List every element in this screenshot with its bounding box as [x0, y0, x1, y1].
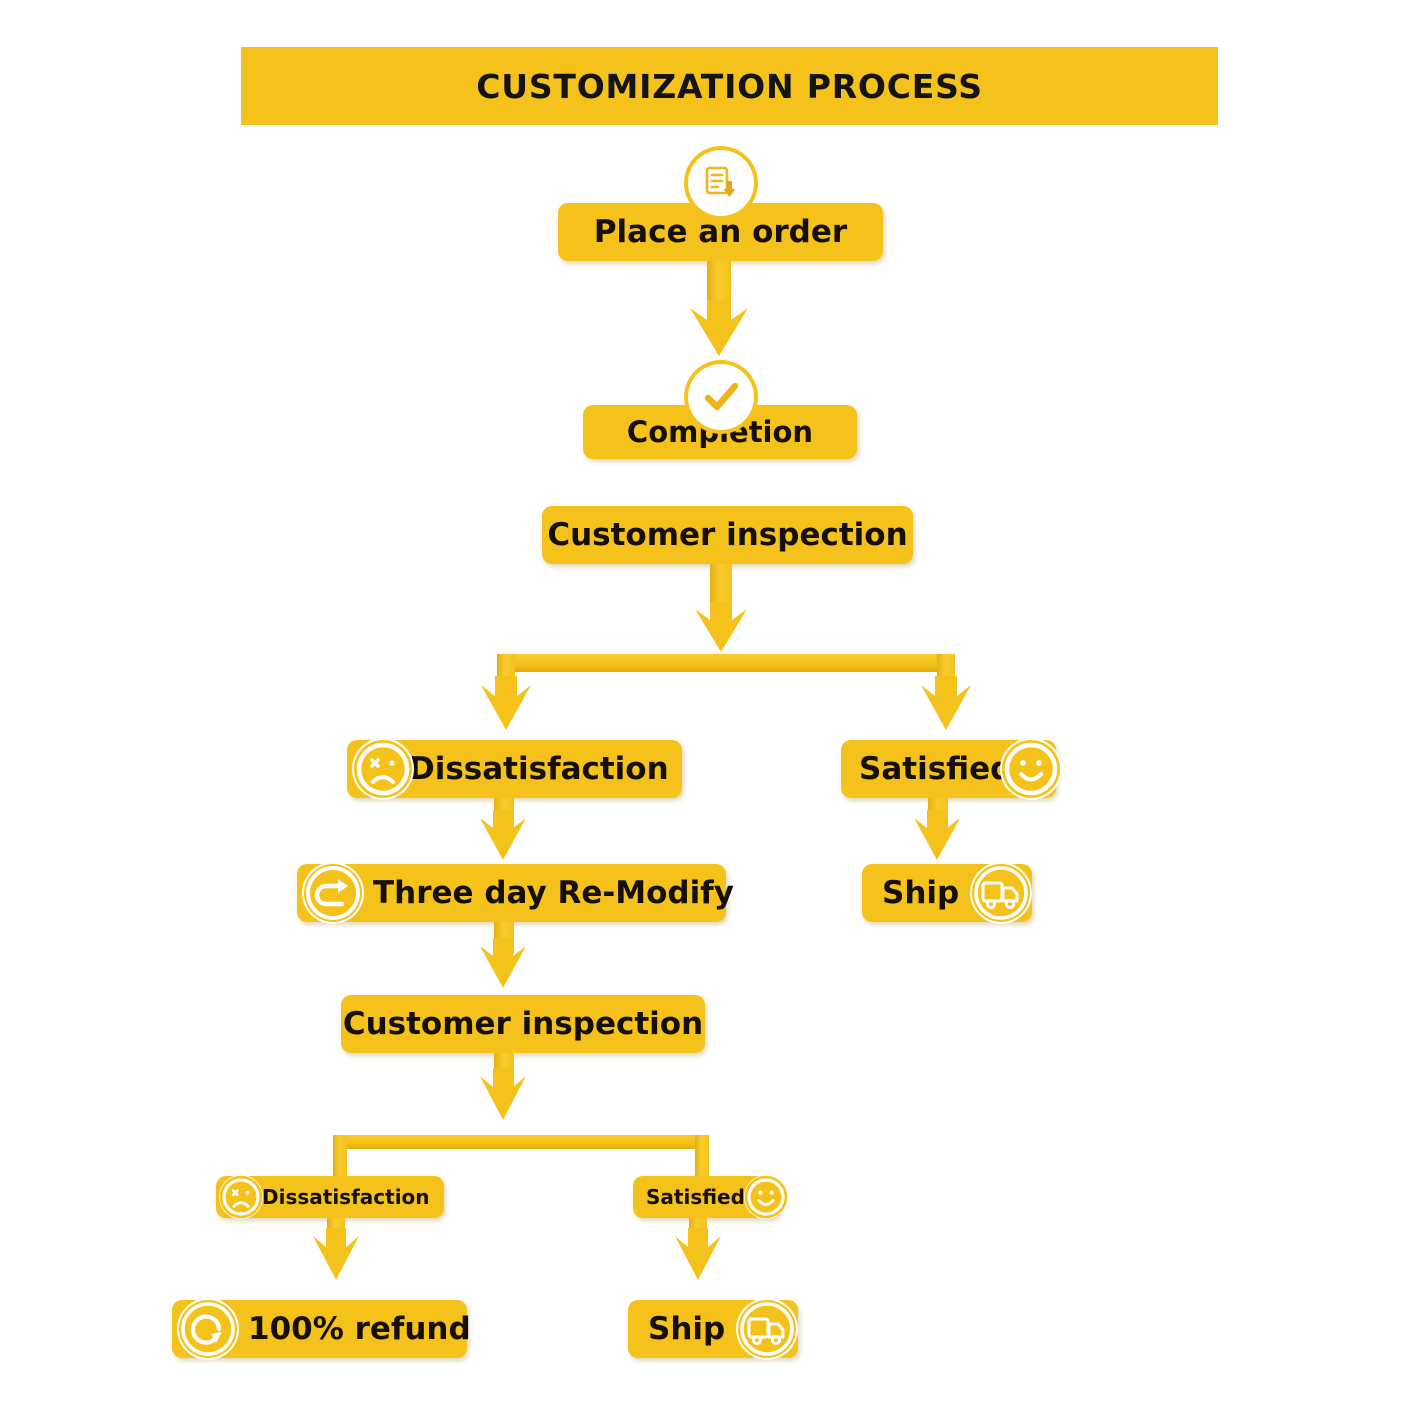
arrowhead-down	[695, 602, 747, 652]
arrowhead-down	[480, 938, 526, 988]
node-label: Satisfied	[859, 750, 1013, 787]
delivery-truck-icon	[970, 862, 1032, 924]
node-label: Satisfied	[646, 1185, 745, 1209]
connector-inspection1-down	[710, 564, 732, 614]
arrowhead-down	[480, 1068, 526, 1120]
arrowhead-down	[313, 1228, 359, 1280]
refund-circle-arrow-icon	[177, 1298, 239, 1360]
delivery-truck-icon	[736, 1298, 798, 1360]
document-download-icon	[688, 150, 754, 216]
node-customer-inspection-1[interactable]: Customer inspection	[542, 506, 913, 564]
check-circle-icon	[688, 364, 754, 430]
node-label: Dissatisfaction	[262, 1185, 430, 1209]
sad-face-icon	[219, 1175, 263, 1219]
node-three-day-re-modify[interactable]: Three day Re-Modify	[297, 864, 734, 922]
node-label: Customer inspection	[547, 516, 908, 553]
page-title: CUSTOMIZATION PROCESS	[476, 66, 983, 106]
branch-bar-2	[333, 1135, 709, 1149]
node-label: Place an order	[593, 213, 848, 250]
happy-face-icon	[1000, 738, 1062, 800]
node-label: Dissatisfaction	[409, 750, 669, 787]
happy-face-icon	[744, 1175, 788, 1219]
arrowhead-down	[921, 676, 971, 730]
arrowhead-down	[480, 810, 526, 860]
arrowhead-down	[914, 810, 960, 860]
sad-face-icon	[352, 738, 414, 800]
node-label: 100% refund	[248, 1310, 471, 1347]
node-customer-inspection-2[interactable]: Customer inspection	[341, 995, 705, 1053]
arrowhead-down	[675, 1228, 721, 1280]
page-title-banner: CUSTOMIZATION PROCESS	[241, 47, 1218, 125]
node-label: Three day Re-Modify	[373, 874, 734, 911]
node-label: Ship	[882, 874, 960, 911]
redo-arrow-icon	[302, 862, 364, 924]
arrowhead-down	[481, 676, 531, 730]
branch-bar-1	[497, 654, 955, 672]
node-label: Ship	[648, 1310, 726, 1347]
node-label: Customer inspection	[342, 1005, 704, 1042]
arrowhead-down	[690, 300, 748, 356]
